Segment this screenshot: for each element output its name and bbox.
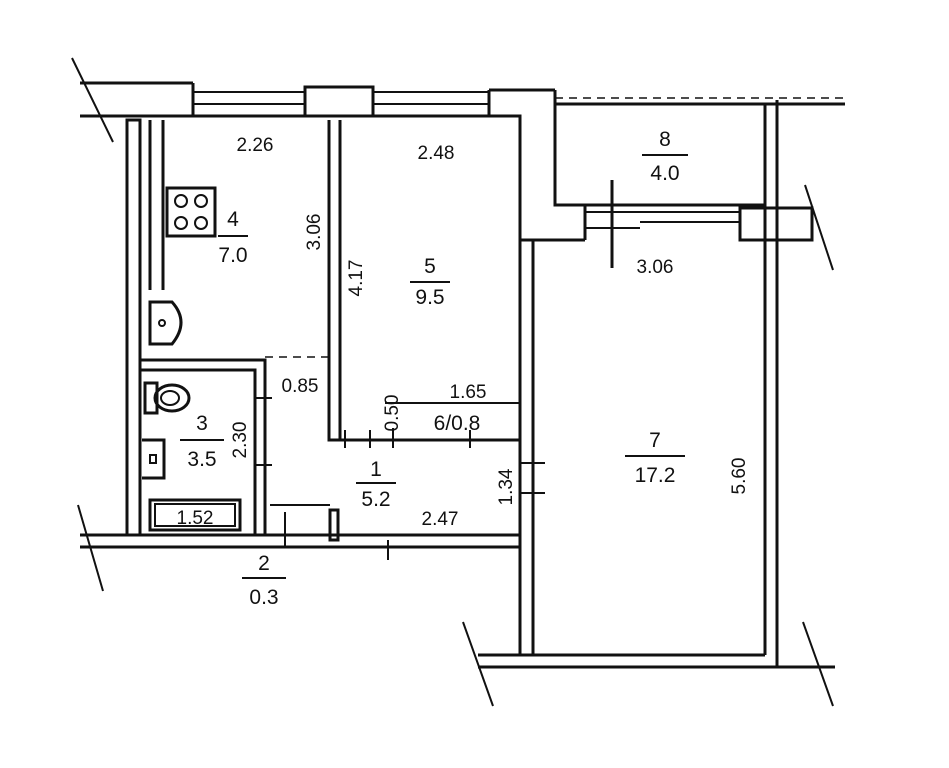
dim-hall-depth: 1.34 [496, 468, 517, 505]
room-area: 4.0 [650, 162, 679, 185]
dim-room7-depth: 5.60 [729, 458, 750, 495]
dim-closet-depth: 0.50 [382, 395, 403, 432]
room-2-label: 2 0.3 [242, 552, 286, 609]
room5-right-wall [489, 114, 533, 242]
room-area: 17.2 [635, 464, 676, 487]
room-number: 1 [370, 458, 382, 481]
room-area: 9.5 [415, 286, 444, 309]
dim-bath-tub: 1.52 [177, 508, 214, 529]
dim-kitchen-width: 2.26 [237, 135, 274, 156]
dim-closet-width: 1.65 [450, 382, 487, 403]
dim-hall-width: 2.47 [422, 509, 459, 530]
break-line-bottom-right [802, 621, 834, 707]
break-line-top-left [71, 57, 114, 143]
room-number: 5 [424, 255, 436, 278]
hall-door-post [328, 508, 340, 542]
break-line-right [804, 184, 834, 271]
bathtub [148, 498, 242, 532]
room-area: 5.2 [361, 488, 390, 511]
bath-sink-icon [142, 438, 166, 480]
dim-room5-depth: 4.17 [346, 260, 367, 297]
bathtub-inner [154, 503, 236, 527]
pillar-top [303, 85, 375, 118]
room-number: 4 [227, 208, 239, 231]
walls [71, 57, 845, 707]
room-5-label: 5 9.5 [410, 255, 450, 309]
bottom-wall-left [80, 533, 520, 549]
room-8-label: 8 4.0 [642, 128, 688, 185]
room-3-label: 3 3.5 [180, 412, 224, 471]
room-area: 0.3 [249, 586, 278, 609]
balcony-pillar [738, 206, 814, 242]
room-4-label: 4 7.0 [218, 208, 248, 267]
dim-door-gap: 0.85 [282, 376, 319, 397]
room-label: 6/0.8 [434, 412, 481, 435]
room-number: 2 [258, 552, 270, 575]
dim-room5-width: 2.48 [418, 143, 455, 164]
partition-4-5 [327, 120, 342, 442]
stove-icon [165, 186, 217, 238]
room-number: 7 [649, 429, 661, 452]
left-exterior-wall [125, 118, 142, 537]
room-7-label: 7 17.2 [625, 429, 685, 487]
bottom-wall-right [478, 535, 835, 669]
room-number: 8 [659, 128, 671, 151]
room-area: 3.5 [187, 448, 216, 471]
room-1-label: 1 5.2 [356, 458, 396, 511]
bath-walls [140, 358, 267, 535]
room-area: 7.0 [218, 244, 247, 267]
dim-bath-depth: 2.30 [230, 422, 251, 459]
toilet-icon [143, 381, 191, 415]
room8-walls [553, 90, 777, 240]
sink-icon [148, 300, 183, 346]
room-number: 3 [196, 412, 208, 435]
room-6-label: 6/0.8 [434, 412, 481, 435]
dim-kitchen-depth: 3.06 [304, 214, 325, 251]
dim-room7-width: 3.06 [637, 257, 674, 278]
break-line-bottom-left [462, 621, 494, 707]
